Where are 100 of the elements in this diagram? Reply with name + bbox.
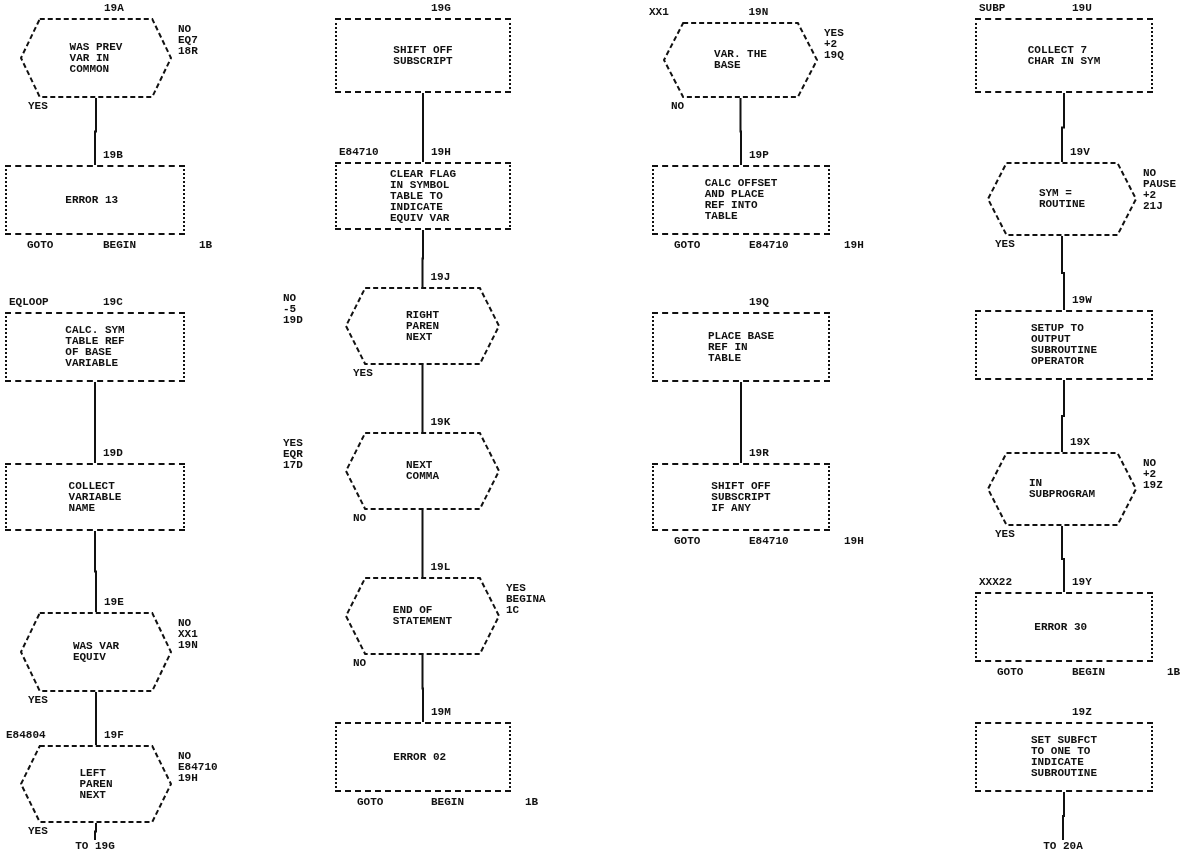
step-text: SHIFT OFF SUBSCRIPT IF ANY [711,480,771,514]
goto-label: GOTO [27,240,54,251]
process-box [652,463,830,531]
step-id: 19B [103,150,123,161]
step-id: 19F [104,730,124,741]
branch-label: NO PAUSE +2 21J [1143,168,1176,212]
step-id: 19N [748,7,769,18]
step-text: SET SUBFCT TO ONE TO INDICATE SUBROUTINE [1031,735,1097,779]
step-text: SETUP TO OUTPUT SUBROUTINE OPERATOR [1031,323,1097,367]
step-text: COLLECT VARIABLE NAME [68,480,122,514]
step-text: SYM = ROUTINE [1038,188,1086,210]
connector-line [421,509,424,578]
branch-label: NO [671,101,685,112]
goto-label: GOTO [674,536,701,547]
step-id: 19L [430,562,451,573]
goto-label: 1B [1167,667,1181,678]
process-box [652,165,830,235]
connector-line [421,654,424,723]
step-text: PLACE BASE REF IN TABLE [708,330,774,364]
connector-line [94,530,97,613]
connector-reference: TO 19G [75,841,115,852]
connector-line [94,381,96,464]
process-box [5,463,185,531]
step-text: CLEAR FLAG IN SYMBOL TABLE TO INDICATE EQUIV VAR [390,168,456,224]
goto-label: BEGIN [103,240,136,251]
goto-label: E84710 [749,536,789,547]
process-box [975,592,1153,662]
decision-hexagon [987,452,1137,526]
step-id: 19Y [1072,577,1092,588]
step-id: 19R [749,448,769,459]
branch-label: NO +2 19Z [1143,458,1163,491]
step-id: 19Z [1072,707,1092,718]
entry-label: SUBP [979,3,1006,14]
branch-label: YES [995,529,1015,540]
step-text: END OF STATEMENT [392,605,453,627]
decision-hexagon [20,745,172,823]
connector-line [740,381,742,464]
goto-label: GOTO [674,240,701,251]
step-id: 19D [103,448,123,459]
step-text: ERROR 13 [65,194,120,206]
entry-label: E84804 [6,730,46,741]
branch-label: YES [28,695,48,706]
goto-label: E84710 [749,240,789,251]
step-id: 19C [103,297,123,308]
step-id: 19A [104,3,124,14]
branch-label: YES [353,368,373,379]
goto-label: BEGIN [431,797,464,808]
decision-hexagon [20,612,172,692]
step-text: CALC OFFSET AND PLACE REF INTO TABLE [704,178,778,222]
goto-label: 1B [525,797,539,808]
branch-label: YES [28,826,48,837]
branch-label: YES [995,239,1015,250]
decision-hexagon [345,432,500,510]
decision-hexagon [987,162,1137,236]
goto-label: 1B [199,240,213,251]
decision-hexagon [20,18,172,98]
branch-label: NO [353,513,367,524]
branch-label: NO [353,658,367,669]
process-box [975,18,1153,93]
step-id: 19H [431,147,451,158]
step-text: COLLECT 7 CHAR IN SYM [1027,44,1101,67]
process-box [5,165,185,235]
entry-label: XXX22 [979,577,1012,588]
step-text: WAS PREV VAR IN COMMON [69,41,123,75]
connector-line [421,229,424,288]
connector-line [1061,235,1065,311]
connector-line [1061,92,1065,163]
process-box [975,310,1153,380]
decision-hexagon [345,287,500,365]
step-text: SHIFT OFF SUBSCRIPT [393,44,453,67]
decision-hexagon [663,22,818,98]
step-text: VAR. THE BASE [714,49,767,71]
process-box [975,722,1153,792]
goto-label: GOTO [357,797,384,808]
branch-label: NO EQ7 18R [178,24,198,57]
process-box [335,162,511,230]
branch-label: YES [28,101,48,112]
connector-line [1061,379,1065,453]
branch-label: YES BEGINA 1C [506,583,546,616]
step-text: RIGHT PAREN NEXT [406,309,439,343]
decision-hexagon [345,577,500,655]
step-text: IN SUBPROGRAM [1029,478,1095,500]
step-text: ERROR 02 [393,751,448,763]
step-text: ERROR 30 [1034,621,1089,633]
step-id: 19M [431,707,451,718]
connector-line [739,97,742,166]
step-id: 19U [1072,3,1092,14]
connector-line [1061,525,1065,593]
entry-label: XX1 [649,7,669,18]
goto-label: GOTO [997,667,1024,678]
goto-label: 19H [844,240,864,251]
branch-label: YES +2 19Q [824,28,844,61]
step-id: 19K [430,417,451,428]
step-id: 19J [430,272,451,283]
step-id: 19P [749,150,769,161]
connector-line [421,364,424,433]
step-text: LEFT PAREN NEXT [79,767,113,801]
goto-label: 19H [844,536,864,547]
step-id: 19E [104,597,124,608]
connector-reference: TO 20A [1043,841,1083,852]
